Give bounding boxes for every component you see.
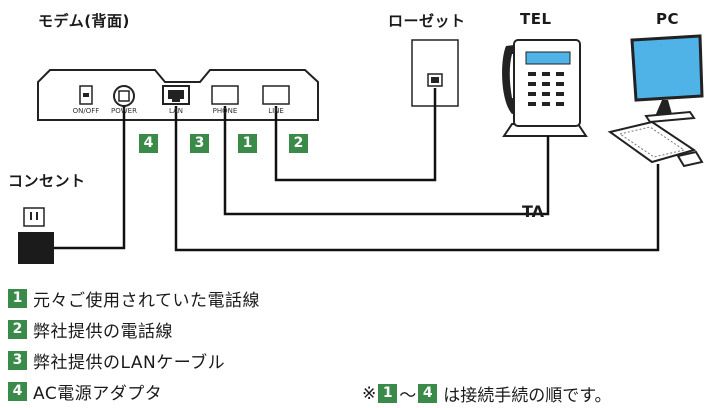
line-port-icon [262,85,290,105]
legend-badge: 3 [8,350,27,370]
cable-badge-2: 2 [289,134,308,153]
port-label-power: POWER [111,107,137,115]
procedure-note: ※ 1 〜 4 は接続手続の順です。 [362,381,612,407]
note-tilde: 〜 [399,386,417,406]
legend-item: 2 弊社提供の電話線 [8,318,173,342]
legend-badge: 4 [8,381,27,401]
note-prefix: ※ [362,383,377,404]
rosette-title: ローゼット [388,12,466,30]
phone-port-icon [211,85,239,105]
telephone-icon [502,39,588,137]
outlet-title: コンセント [8,172,86,190]
legend-text: 弊社提供のLANケーブル [33,352,226,373]
port-label-line: LINE [268,107,284,115]
note-suffix: は接続手続の順です。 [443,386,612,406]
legend-badge: 1 [8,288,27,308]
legend-text: AC電源アダプタ [33,383,163,404]
cable-badge-1: 1 [238,134,257,153]
cables [54,88,660,252]
modem-title: モデム(背面) [38,12,130,30]
ac-adapter-icon [18,207,54,264]
cable-badge-4: 4 [139,134,158,153]
legend-text: 元々ご使用されていた電話線 [33,290,260,311]
legend-badge: 2 [8,319,27,339]
port-label-lan: LAN [168,107,184,115]
port-label-phone: PHONE [212,107,238,115]
legend-item: 1 元々ご使用されていた電話線 [8,287,260,311]
power-socket-icon [113,85,135,107]
legend-item: 4 AC電源アダプタ [8,380,163,404]
ta-label: TA [522,202,545,221]
legend-item: 3 弊社提供のLANケーブル [8,349,226,373]
note-badge-to: 4 [418,384,438,403]
note-badge-from: 1 [378,384,398,403]
pc-title: PC [656,10,680,28]
legend-text: 弊社提供の電話線 [33,321,173,342]
tel-title: TEL [520,10,552,28]
port-label-onoff: ON/OFF [72,107,100,115]
pc-icon [607,34,704,168]
cable-badge-3: 3 [190,134,209,153]
